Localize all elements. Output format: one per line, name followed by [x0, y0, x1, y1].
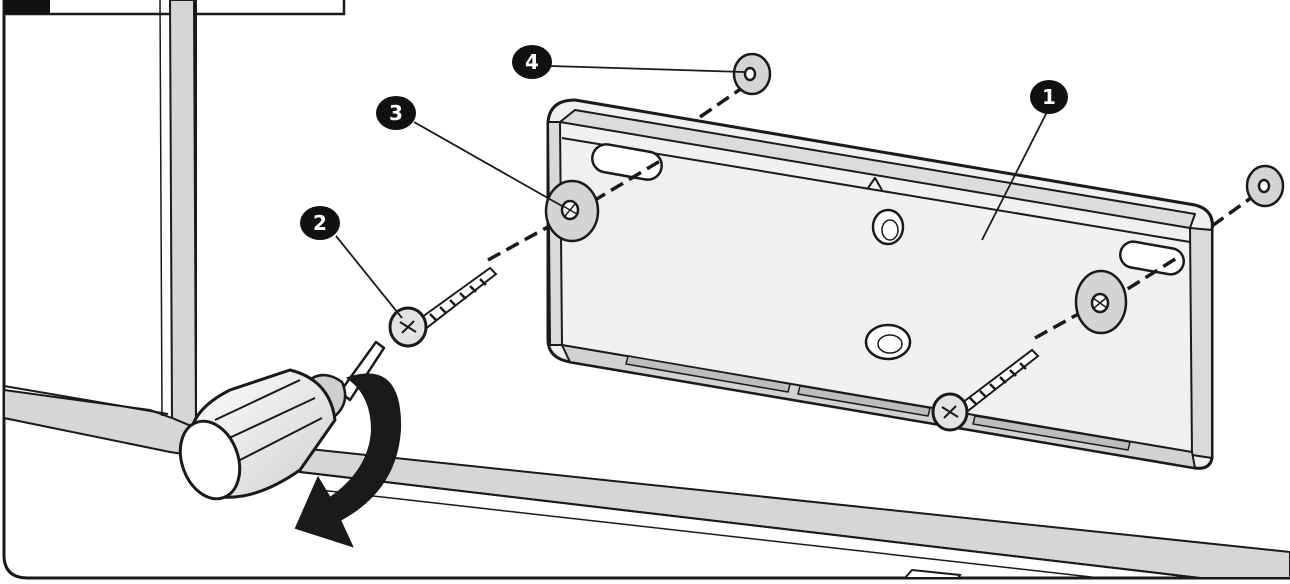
mounting-bracket [546, 98, 1214, 470]
callout-3-label: 3 [389, 101, 403, 125]
window-frame [3, 0, 1290, 579]
leader-lines [335, 65, 1049, 319]
callout-2-label: 2 [313, 211, 327, 235]
curved-arrow-icon [294, 373, 402, 548]
callout-2: 2 [300, 206, 340, 240]
callout-1-label: 1 [1042, 85, 1056, 109]
washer-top-small [732, 52, 772, 96]
callout-1: 1 [1030, 80, 1068, 114]
screw-left [388, 266, 498, 348]
callout-4-label: 4 [525, 50, 539, 74]
washer-left-large [544, 179, 600, 243]
washer-right-small [1245, 164, 1285, 208]
screwdriver-icon [178, 340, 386, 501]
callout-3: 3 [376, 96, 416, 130]
screw-right [931, 348, 1040, 432]
callout-4: 4 [512, 45, 552, 79]
washer-right-large [1074, 269, 1128, 335]
rail-notch [902, 568, 962, 579]
